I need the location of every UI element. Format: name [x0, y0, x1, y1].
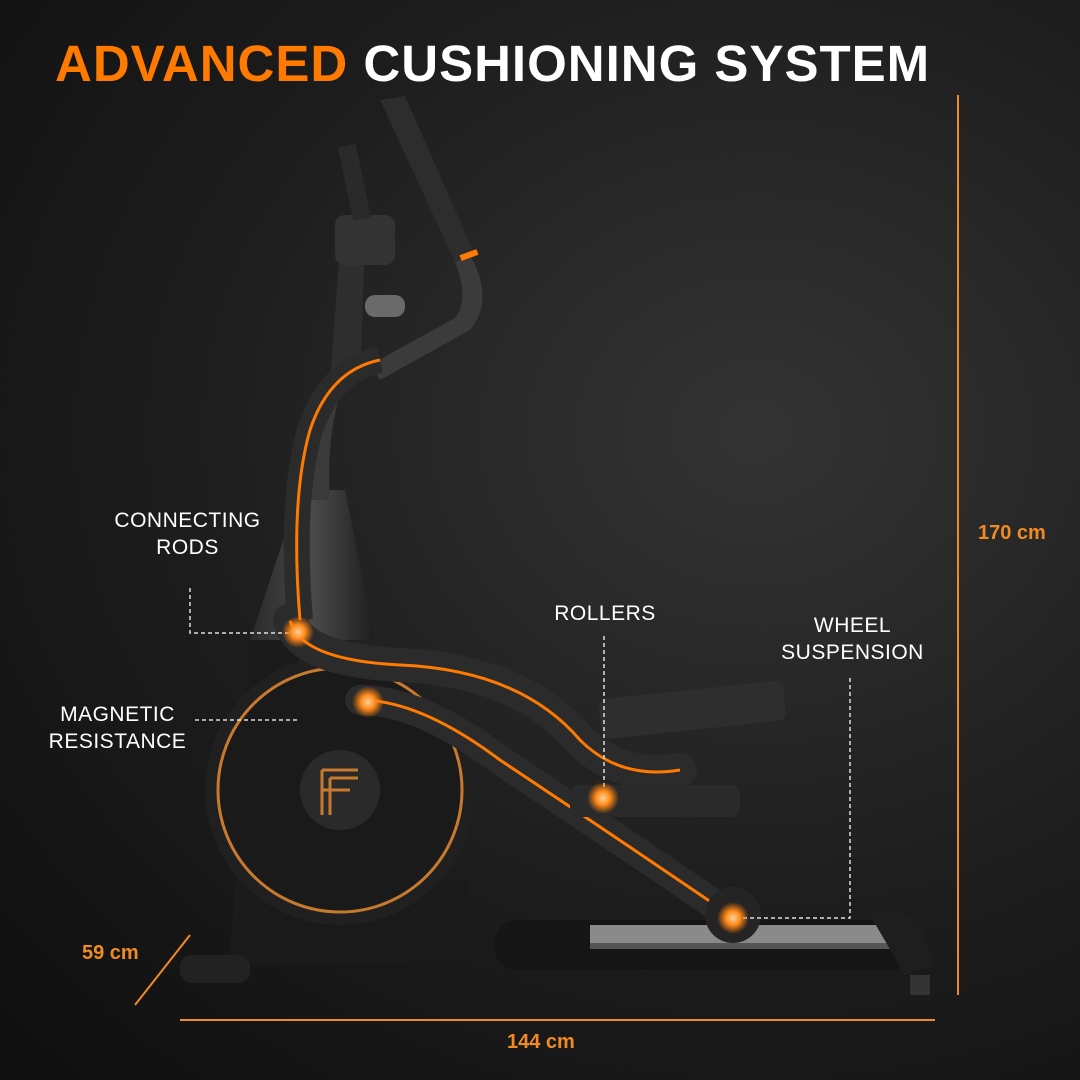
headline-accent: ADVANCED — [55, 35, 349, 92]
hotspot-magnetic-resistance — [352, 686, 384, 718]
callout-rollers: ROLLERS — [554, 602, 656, 625]
width-dimension: 59 cm — [82, 942, 139, 964]
hotspot-wheel-suspension — [717, 902, 749, 934]
hotspots — [282, 616, 749, 934]
length-dimension: 144 cm — [507, 1031, 575, 1053]
callout-line: CONNECTING — [114, 509, 261, 532]
brand-logo-icon — [320, 768, 358, 815]
headline-rest: CUSHIONING SYSTEM — [363, 35, 931, 92]
rail — [495, 911, 935, 995]
callout-magnetic-resistance: MAGNETIC RESISTANCE — [30, 701, 205, 755]
hotspot-connecting-rods — [282, 616, 314, 648]
callout-line: RESISTANCE — [48, 730, 187, 753]
callout-wheel-suspension: WHEEL SUSPENSION — [765, 612, 940, 666]
leader-lines — [189, 588, 851, 919]
flywheel — [205, 655, 475, 925]
dimension-lines — [134, 95, 959, 1021]
callout-line: WHEEL — [813, 614, 892, 637]
callout-line: SUSPENSION — [781, 641, 924, 664]
callout-line: MAGNETIC — [60, 703, 175, 726]
callout-line: RODS — [156, 536, 219, 559]
hotspot-rollers — [587, 782, 619, 814]
height-dimension: 170 cm — [978, 522, 1046, 544]
headline: ADVANCED CUSHIONING SYSTEM — [55, 34, 930, 93]
callout-connecting-rods: CONNECTING RODS — [100, 507, 275, 561]
